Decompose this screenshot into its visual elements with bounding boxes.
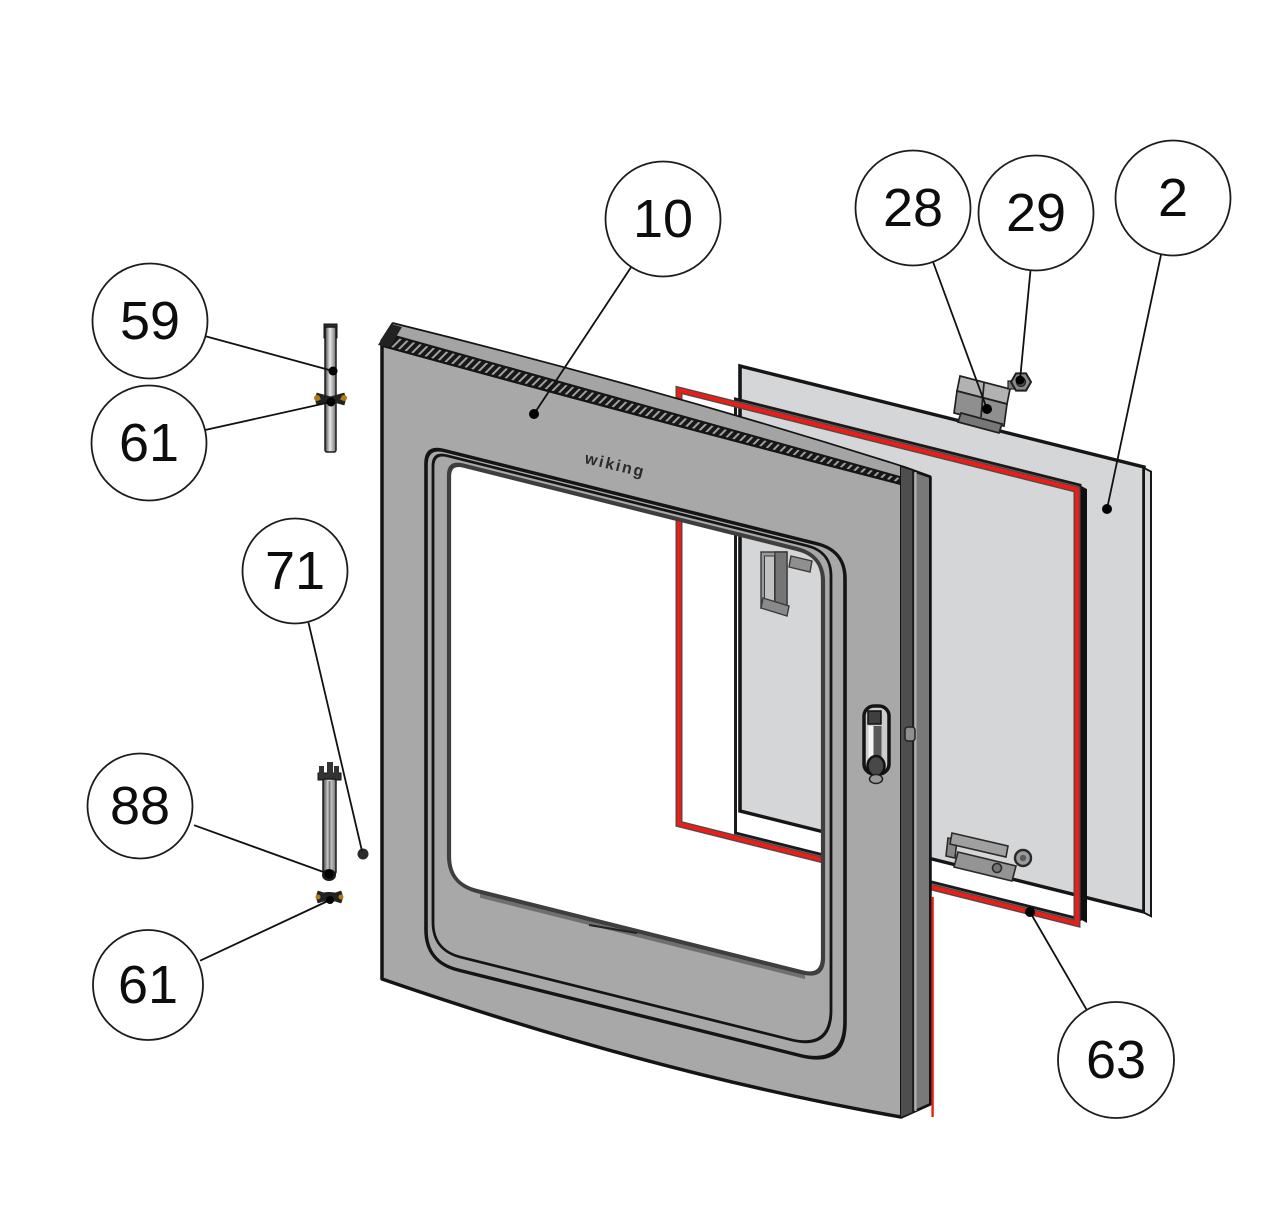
svg-text:61: 61 bbox=[118, 955, 178, 1015]
svg-text:63: 63 bbox=[1086, 1030, 1146, 1090]
svg-text:28: 28 bbox=[883, 178, 943, 238]
svg-text:10: 10 bbox=[633, 189, 693, 249]
svg-text:29: 29 bbox=[1006, 183, 1066, 243]
svg-text:2: 2 bbox=[1158, 168, 1188, 228]
svg-text:61: 61 bbox=[119, 413, 179, 473]
svg-text:59: 59 bbox=[120, 291, 180, 351]
svg-text:71: 71 bbox=[265, 541, 325, 601]
svg-text:88: 88 bbox=[110, 776, 170, 836]
